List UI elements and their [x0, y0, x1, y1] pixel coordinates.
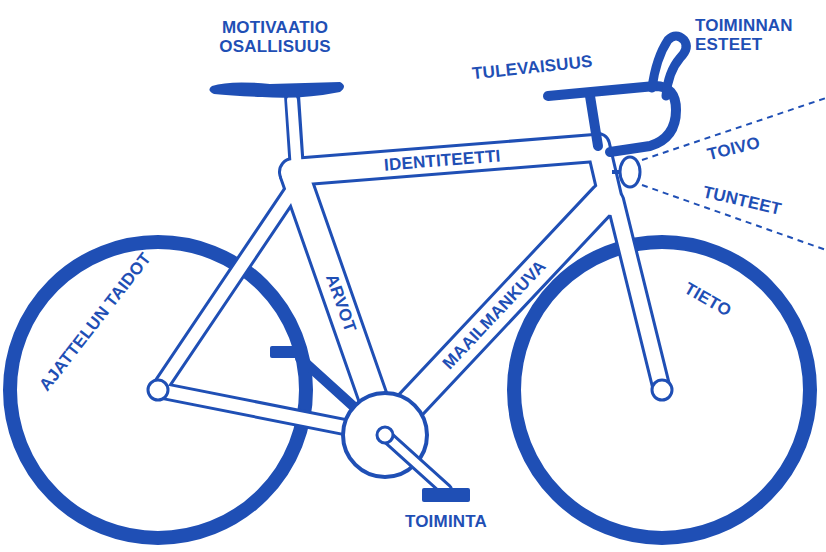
drivetrain: [270, 346, 470, 502]
pedal-label: TOIMINTA: [405, 513, 487, 532]
front-wheel-label: TIETO: [680, 279, 733, 321]
light-beam-label: TUNTEET: [701, 183, 783, 219]
rear-wheel-label: AJATTELUN TAIDOT: [36, 249, 155, 394]
rear-wheel: [10, 242, 306, 538]
brake-label: TOIMINNAN ESTEET: [695, 17, 825, 54]
rear-hub: [148, 380, 168, 400]
light-beam-label: TOIVO: [706, 133, 763, 164]
front-hub: [652, 380, 672, 400]
frame-fill: [158, 100, 662, 435]
lamp: [620, 157, 640, 187]
saddle: [209, 82, 344, 98]
front-wheel: [514, 242, 810, 538]
frame-outline: [158, 95, 662, 435]
handlebar-label: TULEVAISUUS: [471, 52, 593, 83]
seat-label: MOTIVAATIO OSALLISUUS: [200, 19, 350, 56]
handlebar: [548, 36, 686, 152]
